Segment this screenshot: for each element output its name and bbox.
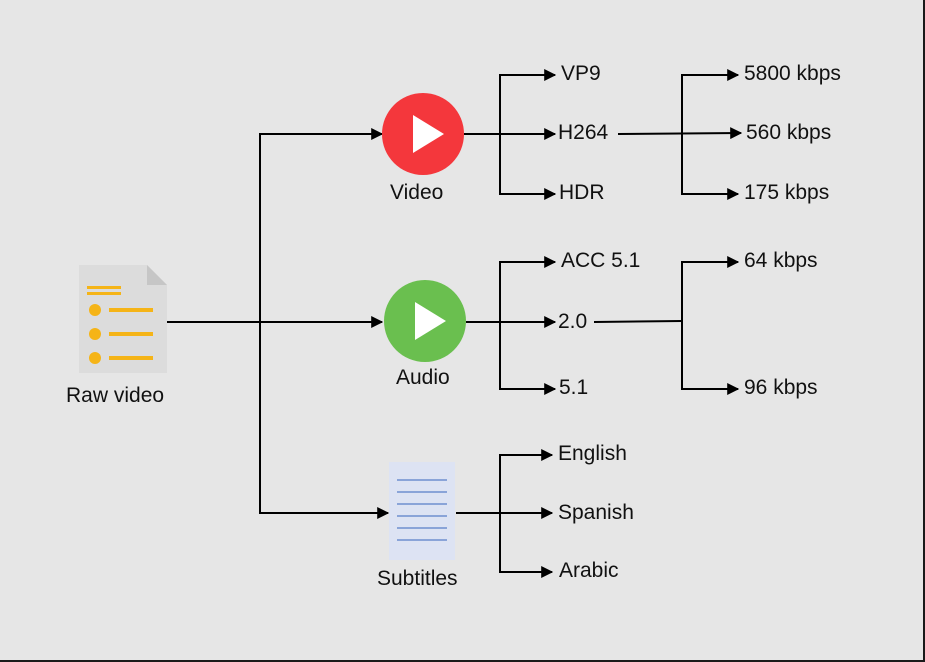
audio-format-5-1: 5.1 xyxy=(559,376,589,399)
edge-source-video xyxy=(259,128,384,322)
edge-subtitles-english xyxy=(499,449,554,513)
video-label: Video xyxy=(390,181,444,204)
document-list-icon xyxy=(79,265,167,373)
bitrate-5800: 5800 kbps xyxy=(744,62,841,85)
edge-source-subtitles xyxy=(259,322,390,519)
edge-h264-175 xyxy=(681,133,740,200)
play-icon xyxy=(382,93,464,175)
play-icon xyxy=(384,280,466,362)
bitrate-560: 560 kbps xyxy=(746,121,832,144)
codec-h264: H264 xyxy=(558,121,609,144)
edge-audio-51 xyxy=(499,322,557,395)
audio-format-2-0: 2.0 xyxy=(558,310,588,333)
audio-format-acc51: ACC 5.1 xyxy=(561,249,641,272)
language-spanish: Spanish xyxy=(558,501,634,524)
audio-label: Audio xyxy=(396,366,450,389)
language-english: English xyxy=(558,442,627,465)
edge-video-vp9 xyxy=(499,69,557,134)
subtitles-document-icon xyxy=(389,462,455,560)
bitrate-96: 96 kbps xyxy=(744,376,818,399)
edge-h264-5800 xyxy=(681,69,740,133)
edge-subtitles-arabic xyxy=(499,513,554,578)
bitrate-64: 64 kbps xyxy=(744,249,818,272)
edge-audio-acc51 xyxy=(499,256,557,322)
edge-2-0-96 xyxy=(681,321,740,395)
bitrate-175: 175 kbps xyxy=(744,181,830,204)
codec-hdr: HDR xyxy=(559,181,605,204)
edge-2-0-64 xyxy=(681,256,740,321)
subtitles-label: Subtitles xyxy=(377,567,458,590)
edge-h264-560 xyxy=(617,127,743,140)
raw-video-label: Raw video xyxy=(66,384,165,407)
edge-2-0-merge xyxy=(593,320,683,323)
codec-vp9: VP9 xyxy=(561,62,601,85)
language-arabic: Arabic xyxy=(559,559,619,582)
edge-video-hdr xyxy=(499,134,557,200)
